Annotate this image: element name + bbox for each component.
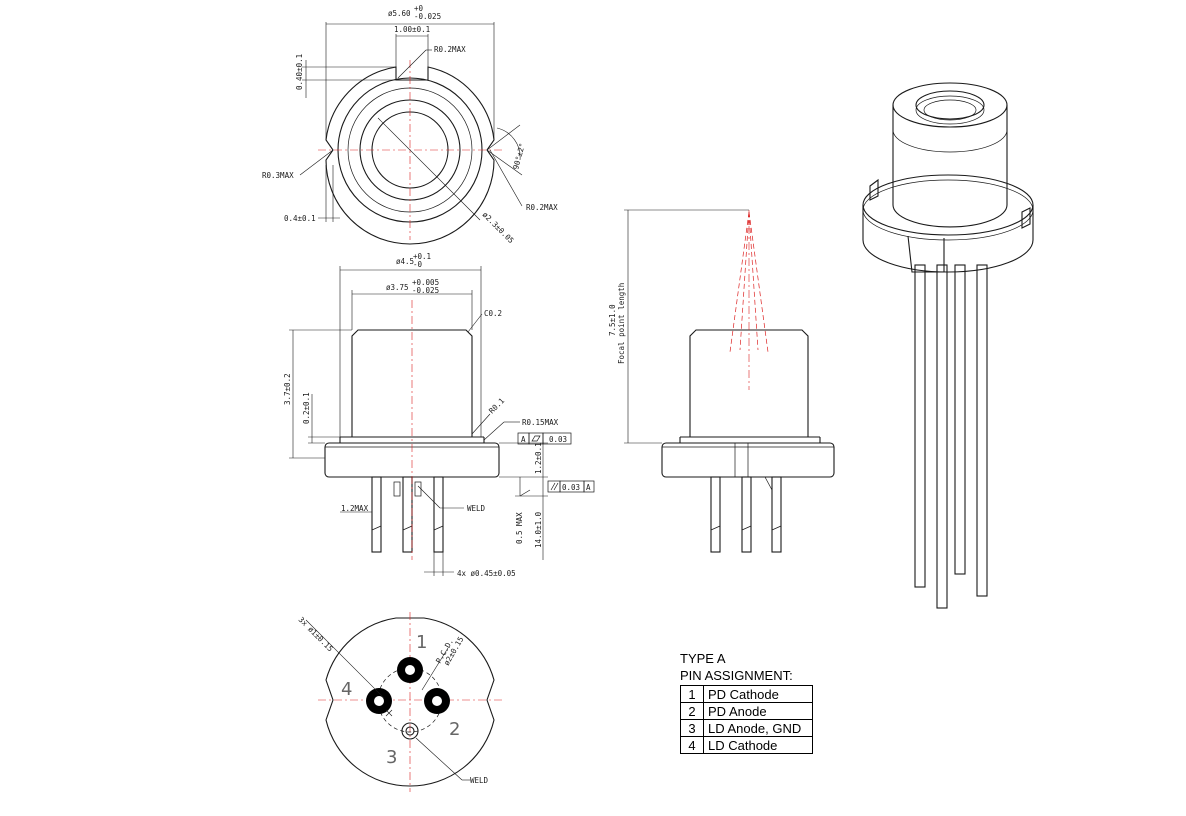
focal-value-label: 7.5±1.0 xyxy=(608,304,617,336)
table-row: 3 LD Anode, GND xyxy=(680,719,813,737)
window-tol-lower: -0.025 xyxy=(412,286,439,295)
window-diameter-label: ø3.75 xyxy=(386,283,409,292)
pin-label-cell: LD Anode, GND xyxy=(703,719,813,737)
pin-label-cell: PD Cathode xyxy=(703,685,813,703)
r015-label: R0.15MAX xyxy=(522,418,559,427)
top-diameter-label: ø5.60 xyxy=(388,9,411,18)
legend-assignment-title: PIN ASSIGNMENT: xyxy=(680,668,793,683)
pin-number-cell: 1 xyxy=(680,685,704,703)
focal-view: 7.5±1.0 Focal point length xyxy=(608,209,835,553)
bottom-weld-label: WELD xyxy=(470,776,489,785)
pin-dia-label: 4x ø0.45±0.05 xyxy=(457,569,516,578)
table-row: 2 PD Anode xyxy=(680,702,813,720)
bottom-view: 3x ø1±0.15 P.C.D. ø2±0.15 1 2 3 4 WELD xyxy=(297,612,502,792)
pin-number-2: 2 xyxy=(449,719,460,740)
angle-label: 90°±2° xyxy=(511,142,527,170)
pin-number-1: 1 xyxy=(416,632,427,653)
flatness-datum: A xyxy=(521,435,526,444)
legend-type-title: TYPE A xyxy=(680,651,726,666)
height-label: 3.7±0.2 xyxy=(283,373,292,405)
r02-right-label: R0.2MAX xyxy=(526,203,558,212)
base-step-label: 0.2±0.1 xyxy=(302,392,311,424)
pin-number-cell: 3 xyxy=(680,719,704,737)
key-depth-label: 0.40±0.1 xyxy=(295,54,304,90)
pin-assignment-table: 1 PD Cathode 2 PD Anode 3 LD Anode, GND … xyxy=(680,685,813,754)
top-diameter-tol-upper: +0 xyxy=(414,4,424,13)
isometric-view xyxy=(862,82,1034,609)
table-row: 1 PD Cathode xyxy=(680,685,813,703)
fillet-label: R0.1 xyxy=(487,396,506,415)
lead-length-label: 14.0±1.0 xyxy=(534,511,543,548)
pin-number-3: 3 xyxy=(386,747,397,768)
flatness-value: 0.03 xyxy=(549,435,567,444)
cap-tol-upper: +0.1 xyxy=(413,252,431,261)
cap-tol-lower: -0 xyxy=(413,260,423,269)
key-width-label: 1.00±0.1 xyxy=(394,25,430,34)
r03-label: R0.3MAX xyxy=(262,171,294,180)
table-row: 4 LD Cathode xyxy=(680,736,813,754)
parallel-value: 0.03 xyxy=(562,483,580,492)
pin-label-cell: PD Anode xyxy=(703,702,813,720)
cap-diameter-label: ø4.5 xyxy=(396,257,414,266)
pin-number-4: 4 xyxy=(341,679,352,700)
pin-spacing-label: 1.2MAX xyxy=(341,504,369,513)
parallel-datum: A xyxy=(586,483,591,492)
lead-gap-label: 0.5 MAX xyxy=(515,512,524,544)
top-view: ø5.60 +0 -0.025 1.00±0.1 R0.2MAX 0.40±0.… xyxy=(262,4,558,245)
side-weld-label: WELD xyxy=(467,504,486,513)
pin-number-cell: 2 xyxy=(680,702,704,720)
r02-top-label: R0.2MAX xyxy=(434,45,466,54)
window-tol-upper: +0.005 xyxy=(412,278,439,287)
pin-number-cell: 4 xyxy=(680,736,704,754)
flange-label: 1.2±0.1 xyxy=(534,442,543,474)
pin-assignment-legend: TYPE A PIN ASSIGNMENT: 1 PD Cathode 2 PD… xyxy=(680,650,813,754)
pin-hole-label: 3x ø1±0.15 xyxy=(297,615,335,653)
side-leads xyxy=(371,476,444,553)
pin-3-ground xyxy=(401,722,419,740)
side-view: ø4.5 +0.1 -0 ø3.75 +0.005 -0.025 C0.2 3.… xyxy=(283,252,595,578)
top-pcd-label: ø2.3±0.05 xyxy=(481,210,516,245)
pin-label-cell: LD Cathode xyxy=(703,736,813,754)
top-diameter-tol-lower: -0.025 xyxy=(414,12,441,21)
notch-label: 0.4±0.1 xyxy=(284,214,316,223)
chamfer-label: C0.2 xyxy=(484,309,502,318)
focal-caption: Focal point length xyxy=(617,283,626,364)
